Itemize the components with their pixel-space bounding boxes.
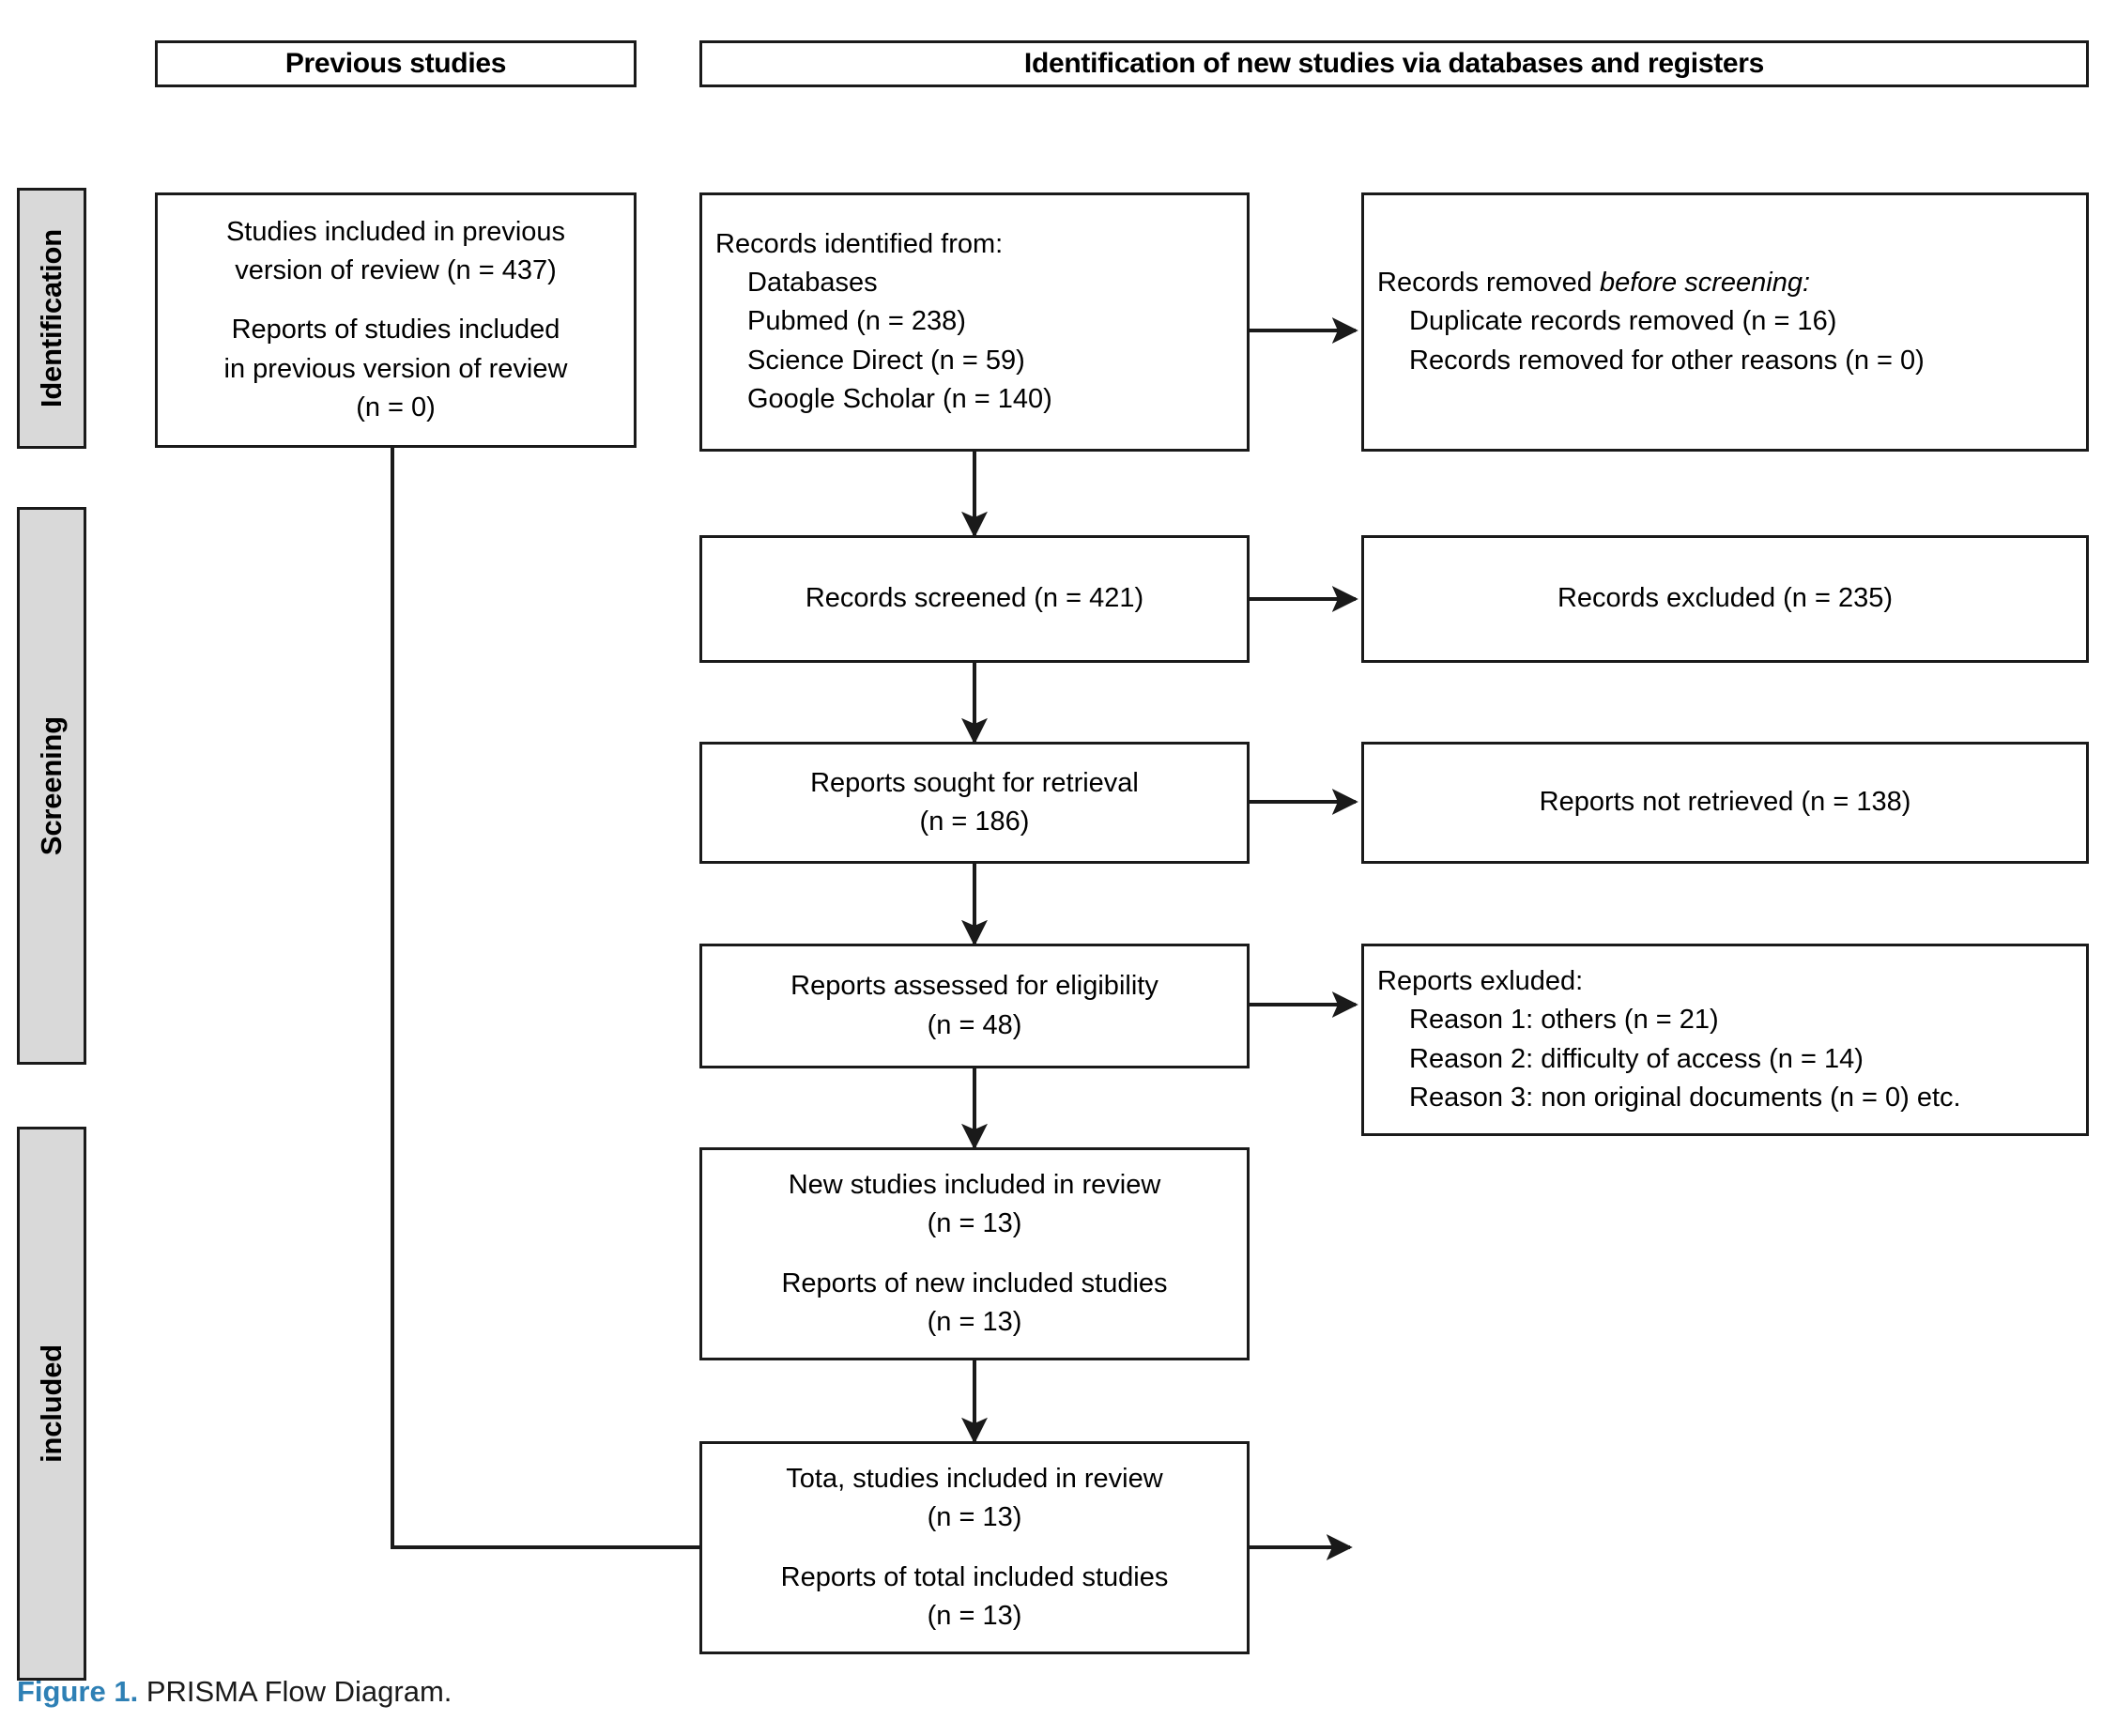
stage-label-identification-text: Identification: [35, 228, 68, 408]
box-reports-assessed: Reports assessed for eligibility (n = 48…: [699, 944, 1250, 1068]
new-included-paragraph-2: Reports of new included studies (n = 13): [715, 1265, 1234, 1342]
records-identified-source-2: Science Direct (n = 59): [747, 345, 1025, 376]
box-new-studies-included: New studies included in review (n = 13) …: [699, 1147, 1250, 1360]
stage-label-included: included: [17, 1127, 86, 1681]
box-reports-excluded: Reports exluded: Reason 1: others (n = 2…: [1361, 944, 2089, 1136]
box-records-screened: Records screened (n = 421): [699, 535, 1250, 663]
box-previous-studies-included: Studies included in previous version of …: [155, 192, 637, 448]
records-identified-title: Records identified from:: [715, 229, 1004, 260]
box-reports-sought: Reports sought for retrieval (n = 186): [699, 742, 1250, 864]
new-included-line-2: (n = 13): [927, 1208, 1022, 1239]
reports-sought-line-2: (n = 186): [919, 807, 1030, 837]
header-previous-studies: Previous studies: [155, 40, 637, 87]
previous-included-line-2: version of review (n = 437): [235, 255, 557, 286]
box-total-studies-included: Tota, studies included in review (n = 13…: [699, 1441, 1250, 1654]
new-included-line-3: Reports of new included studies: [781, 1267, 1168, 1298]
records-removed-item-2: Records removed for other reasons (n = 0…: [1409, 345, 1925, 376]
new-included-line-4: (n = 13): [927, 1306, 1022, 1337]
reports-excluded-reason-3: Reason 3: non original documents (n = 0)…: [1409, 1082, 1961, 1113]
reports-not-retrieved-line-1: Reports not retrieved (n = 138): [1539, 787, 1911, 818]
figure-caption-text: PRISMA Flow Diagram.: [138, 1675, 453, 1708]
header-new-studies: Identification of new studies via databa…: [699, 40, 2089, 87]
previous-included-paragraph-1: Studies included in previous version of …: [171, 213, 621, 290]
reports-sought-line-1: Reports sought for retrieval: [810, 767, 1139, 798]
previous-included-line-3: Reports of studies included: [231, 315, 560, 346]
records-removed-title-italic: before screening:: [1599, 268, 1811, 299]
previous-included-paragraph-2: Reports of studies included in previous …: [171, 311, 621, 427]
header-new-studies-text: Identification of new studies via databa…: [1023, 48, 1765, 79]
stage-label-screening: Screening: [17, 507, 86, 1065]
stage-label-screening-text: Screening: [35, 715, 68, 856]
total-included-line-4: (n = 13): [927, 1600, 1022, 1631]
total-included-paragraph-2: Reports of total included studies (n = 1…: [715, 1559, 1234, 1636]
total-included-line-1: Tota, studies included in review: [786, 1464, 1163, 1495]
records-identified-source-1: Pubmed (n = 238): [747, 306, 966, 337]
box-records-removed: Records removed before screening: Duplic…: [1361, 192, 2089, 452]
records-removed-title-plain: Records removed: [1377, 268, 1600, 299]
previous-included-line-5: (n = 0): [356, 392, 436, 422]
records-removed-title: Records removed before screening:: [1377, 264, 2073, 302]
reports-assessed-line-2: (n = 48): [927, 1009, 1022, 1040]
new-included-line-1: New studies included in review: [788, 1170, 1161, 1201]
records-identified-source-3: Google Scholar (n = 140): [747, 383, 1052, 414]
previous-included-line-4: in previous version of review: [223, 353, 568, 384]
header-previous-studies-text: Previous studies: [284, 48, 507, 79]
records-screened-line-1: Records screened (n = 421): [805, 583, 1144, 614]
total-included-line-3: Reports of total included studies: [780, 1561, 1169, 1592]
stage-label-included-text: included: [35, 1344, 68, 1463]
stage-label-identification: Identification: [17, 188, 86, 449]
records-excluded-line-1: Records excluded (n = 235): [1557, 583, 1894, 614]
previous-included-line-1: Studies included in previous: [225, 217, 566, 248]
reports-assessed-line-1: Reports assessed for eligibility: [790, 971, 1158, 1002]
reports-excluded-reason-1: Reason 1: others (n = 21): [1409, 1005, 1719, 1036]
records-removed-item-1: Duplicate records removed (n = 16): [1409, 306, 1837, 337]
reports-excluded-title: Reports exluded:: [1377, 966, 1584, 997]
box-reports-not-retrieved: Reports not retrieved (n = 138): [1361, 742, 2089, 864]
box-records-identified: Records identified from: Databases Pubme…: [699, 192, 1250, 452]
new-included-paragraph-1: New studies included in review (n = 13): [715, 1166, 1234, 1243]
total-included-line-2: (n = 13): [927, 1502, 1022, 1533]
box-records-excluded: Records excluded (n = 235): [1361, 535, 2089, 663]
figure-caption: Figure 1. PRISMA Flow Diagram.: [17, 1675, 452, 1709]
figure-caption-label: Figure 1.: [17, 1675, 139, 1708]
total-included-paragraph-1: Tota, studies included in review (n = 13…: [715, 1460, 1234, 1537]
reports-excluded-reason-2: Reason 2: difficulty of access (n = 14): [1409, 1043, 1864, 1074]
records-identified-source-group: Databases: [747, 268, 878, 299]
